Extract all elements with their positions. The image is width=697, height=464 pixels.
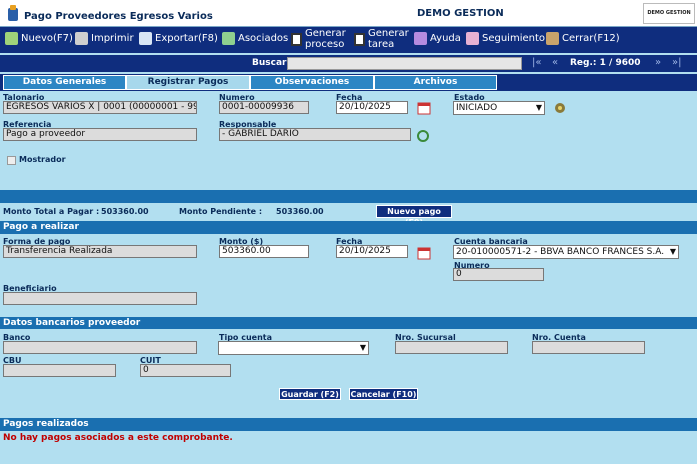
referencia-label: Referencia (3, 120, 52, 129)
estado-label: Estado (454, 93, 485, 102)
talonario-label: Talonario (3, 93, 45, 102)
forma-pago-field[interactable]: Transferencia Realizada (3, 245, 197, 258)
chevron-down-icon: ▼ (359, 343, 366, 352)
pago-numero-label: Numero (454, 261, 490, 270)
monto-total-label: Monto Total a Pagar : (3, 207, 100, 216)
monto-pendiente-value: 503360.00 (276, 207, 324, 216)
title-bar: Pago Proveedores Egresos Varios DEMO GES… (0, 0, 697, 27)
sucursal-label: Nro. Sucursal (395, 333, 456, 342)
talonario-field[interactable]: EGRESOS VARIOS X | 0001 (00000001 - 99 (3, 101, 197, 114)
asociados-button[interactable]: Asociados (222, 32, 288, 45)
printer-icon (75, 32, 88, 45)
tab-observaciones[interactable]: Observaciones (250, 75, 374, 90)
calendar-icon[interactable] (417, 101, 431, 115)
last-record-button[interactable]: »| (672, 57, 682, 68)
tab-registrar-pagos[interactable]: Registrar Pagos (126, 75, 250, 90)
beneficiario-label: Beneficiario (3, 284, 57, 293)
exportar-button[interactable]: Exportar(F8) (139, 32, 218, 45)
close-door-icon (546, 32, 559, 45)
ayuda-button[interactable]: Ayuda (414, 32, 461, 45)
referencia-field[interactable]: Pago a proveedor (3, 128, 197, 141)
cbu-field[interactable] (3, 364, 116, 377)
seguimiento-button[interactable]: Seguimiento (466, 32, 545, 45)
help-icon (414, 32, 427, 45)
pago-section-header: Pago a realizar (0, 221, 697, 234)
monto-pendiente-label: Monto Pendiente : (179, 207, 263, 216)
company-logo: DEMO GESTION (643, 3, 695, 24)
fecha-field[interactable]: 20/10/2025 (336, 101, 408, 114)
search-bar: Buscar |« « Reg.: 1 / 9600 » »| (0, 55, 697, 72)
record-counter: Reg.: 1 / 9600 (570, 58, 641, 68)
cuit-label: CUIT (140, 356, 161, 365)
toolbar: Nuevo(F7) Imprimir Exportar(F8) Asociado… (0, 27, 697, 53)
numero-label: Numero (219, 93, 255, 102)
banco-section-header: Datos bancarios proveedor (0, 317, 697, 329)
section-divider (0, 190, 697, 203)
first-record-button[interactable]: |« (532, 57, 542, 68)
monto-field[interactable]: 503360.00 (219, 245, 309, 258)
tipo-cuenta-label: Tipo cuenta (219, 333, 272, 342)
cbu-label: CBU (3, 356, 22, 365)
mostrador-checkbox[interactable] (7, 156, 16, 165)
no-payments-message: No hay pagos asociados a este comprobant… (3, 433, 233, 443)
pago-fecha-label: Fecha (336, 237, 363, 246)
pago-numero-field[interactable]: 0 (453, 268, 544, 281)
responsable-field[interactable]: - GABRIEL DARIO (219, 128, 411, 141)
tab-datos-generales[interactable]: Datos Generales (3, 75, 126, 90)
guardar-button[interactable]: Guardar (F2) (279, 388, 341, 400)
app-icon (8, 5, 18, 21)
chevron-down-icon: ▼ (669, 247, 676, 256)
link-icon (222, 32, 235, 45)
new-document-icon (5, 32, 18, 45)
banco-field[interactable] (3, 341, 197, 354)
prev-record-button[interactable]: « (552, 57, 559, 68)
tracking-icon (466, 32, 479, 45)
beneficiario-field[interactable] (3, 292, 197, 305)
cuit-field[interactable]: 0 (140, 364, 231, 377)
responsable-label: Responsable (219, 120, 277, 129)
cuenta-bancaria-select[interactable]: 20-010000571-2 - BBVA BANCO FRANCES S.A.… (453, 245, 679, 259)
task-icon (354, 33, 365, 46)
process-icon (291, 33, 302, 46)
tipo-cuenta-select[interactable]: ▼ (218, 341, 369, 355)
nuevo-button[interactable]: Nuevo(F7) (5, 32, 73, 45)
sucursal-field[interactable] (395, 341, 508, 354)
export-icon (139, 32, 152, 45)
forma-pago-label: Forma de pago (3, 237, 71, 246)
monto-label: Monto ($) (219, 237, 264, 246)
banco-label: Banco (3, 333, 31, 342)
mostrador-label: Mostrador (19, 155, 66, 164)
nro-cuenta-label: Nro. Cuenta (532, 333, 586, 342)
cerrar-button[interactable]: Cerrar(F12) (546, 32, 620, 45)
fecha-label: Fecha (336, 93, 363, 102)
nro-cuenta-field[interactable] (532, 341, 645, 354)
estado-select[interactable]: INICIADO▼ (453, 101, 545, 115)
pago-fecha-field[interactable]: 20/10/2025 (336, 245, 408, 258)
nuevo-pago-button[interactable]: Nuevo pago (F9) (376, 205, 452, 227)
calendar-icon[interactable] (417, 246, 431, 260)
numero-field[interactable]: 0001-00009936 (219, 101, 309, 114)
search-input[interactable] (287, 57, 522, 70)
window-title: Pago Proveedores Egresos Varios (24, 11, 213, 22)
tab-bar: Datos Generales Registrar Pagos Observac… (0, 74, 697, 91)
monto-total-value: 503360.00 (101, 207, 149, 216)
search-label: Buscar (252, 58, 287, 68)
tab-archivos[interactable]: Archivos (374, 75, 497, 90)
next-record-button[interactable]: » (655, 57, 662, 68)
cuenta-bancaria-label: Cuenta bancaria (454, 237, 528, 246)
imprimir-button[interactable]: Imprimir (75, 32, 134, 45)
state-tool-icon[interactable] (553, 101, 567, 115)
company-name: DEMO GESTION (417, 8, 504, 19)
chevron-down-icon: ▼ (535, 103, 542, 112)
refresh-icon[interactable] (416, 129, 430, 143)
cancelar-button[interactable]: Cancelar (F10) (349, 388, 418, 400)
pagos-section-header: Pagos realizados (0, 418, 697, 431)
